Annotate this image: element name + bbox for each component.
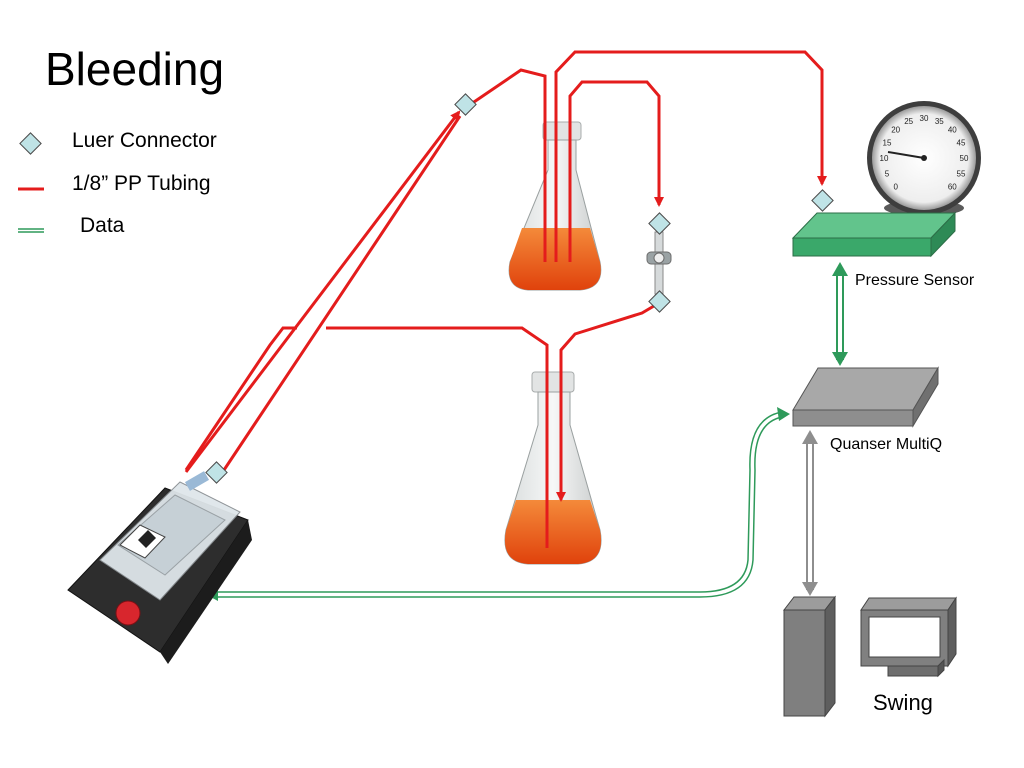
data-link-sensor-daq: [832, 262, 848, 366]
computer-label: Swing: [873, 690, 933, 715]
gauge-tick-label: 10: [880, 154, 889, 163]
gauge-tick-label: 20: [891, 126, 900, 135]
pressure-sensor: [791, 211, 957, 258]
gauge-tick-label: 55: [957, 169, 966, 178]
infusion-pump: [67, 471, 252, 664]
luer-connector-valve-bottom: [648, 290, 671, 313]
gauge-tick-label: 50: [960, 154, 969, 163]
page-title: Bleeding: [45, 43, 225, 95]
luer-connector-valve-top: [648, 212, 671, 235]
computer-tower: [782, 595, 837, 718]
gauge-tick-label: 30: [920, 114, 929, 123]
quanser-multiq-box: [792, 366, 939, 428]
data-link-daq-computer: [802, 430, 818, 596]
quanser-multiq-label: Quanser MultiQ: [830, 436, 943, 453]
gauge-tick-label: 15: [883, 139, 892, 148]
legend-data-icon: [18, 228, 44, 233]
stopcock-valve: [646, 231, 672, 295]
legend-tubing-label: 1/8” PP Tubing: [72, 172, 211, 195]
gauge-tick-label: 5: [885, 169, 890, 178]
legend-data-label: Data: [80, 214, 125, 237]
pressure-sensor-label: Pressure Sensor: [855, 272, 975, 289]
gauge-tick-label: 35: [935, 117, 944, 126]
data-link-daq-pump: [205, 407, 790, 601]
luer-connector-left: [454, 93, 477, 116]
luer-connector-sensor: [811, 189, 834, 212]
legend-connector-icon: [19, 132, 42, 155]
luer-connector-pump: [205, 461, 228, 484]
gauge-tick-label: 45: [957, 139, 966, 148]
lower-flask: [504, 371, 602, 565]
legend-luer-connector-label: Luer Connector: [72, 129, 217, 152]
gauge-tick-label: 25: [904, 117, 913, 126]
computer-monitor: [860, 596, 957, 678]
gauge-tick-label: 0: [893, 182, 898, 191]
gauge-tick-label: 60: [948, 182, 957, 191]
pp-tubing: [184, 50, 827, 548]
gauge-tick-label: 40: [948, 126, 957, 135]
